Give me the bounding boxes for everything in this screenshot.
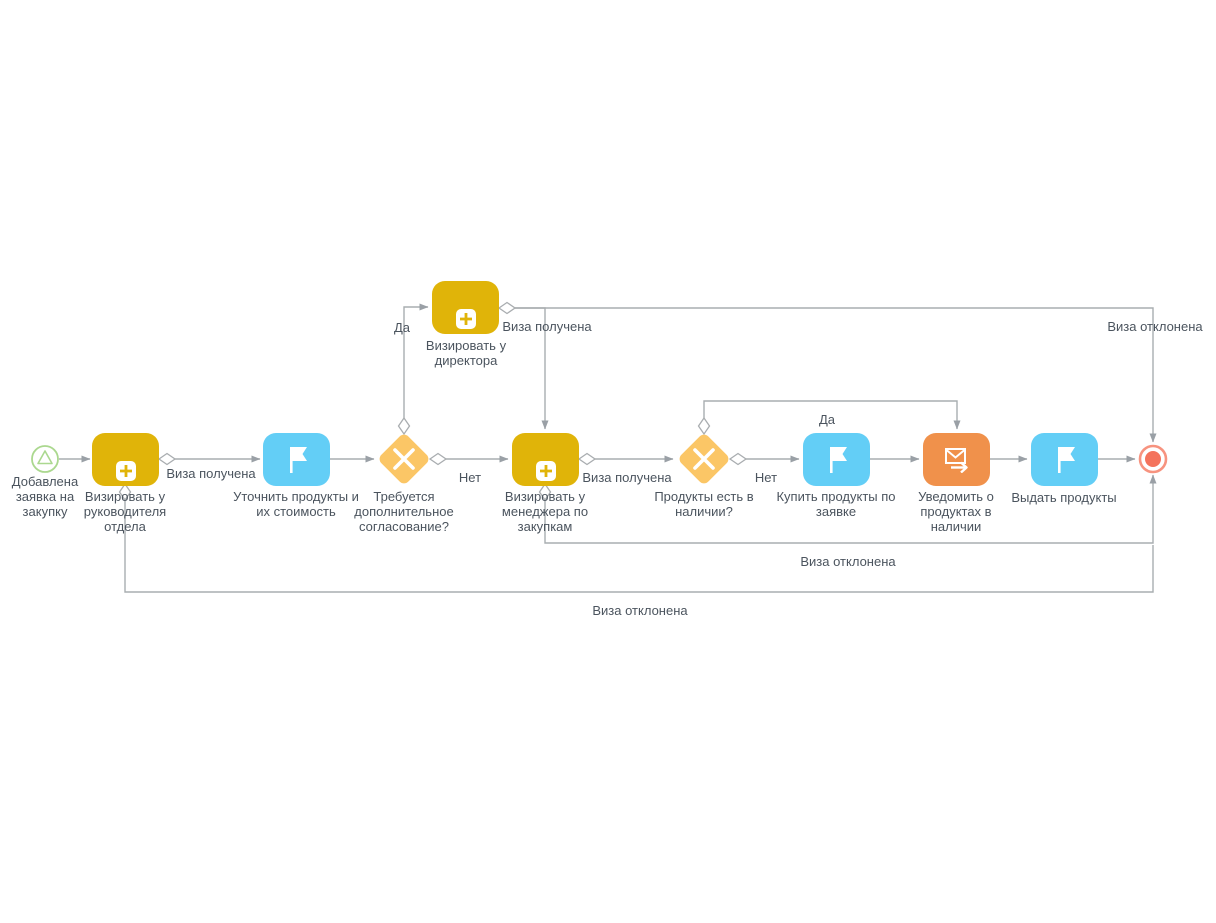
condition-marker <box>577 452 597 466</box>
flow-label-no: Нет <box>754 470 778 485</box>
task-buy-products[interactable] <box>803 433 870 486</box>
task-label: Уведомить о продуктах в наличии <box>918 489 994 534</box>
task-issue-products[interactable] <box>1031 433 1098 486</box>
flow-yes-to-notify[interactable] <box>703 400 961 430</box>
flow-yes-to-director[interactable] <box>403 303 429 418</box>
task-approve-manager[interactable] <box>512 433 579 486</box>
task-notify-products[interactable] <box>923 433 990 486</box>
gateway-label: Продукты есть в наличии? <box>654 489 754 519</box>
end-event[interactable] <box>1138 444 1168 474</box>
flow-label-yes: Да <box>393 320 411 335</box>
flow-director-visa-declined[interactable] <box>515 307 1157 443</box>
flow-label-visa-received: Виза получена <box>502 319 592 334</box>
plus-icon <box>115 461 136 481</box>
task-label: Визировать у менеджера по закупкам <box>501 489 589 534</box>
send-mail-icon <box>944 447 968 473</box>
x-gateway-icon <box>393 448 415 470</box>
flag-icon <box>289 446 307 473</box>
flow-label-visa-declined: Виза отклонена <box>800 554 896 569</box>
task-label: Уточнить продукты и их стоимость <box>233 489 359 519</box>
flow-manager-visa-declined[interactable] <box>544 474 1157 544</box>
flow-label-visa-declined: Виза отклонена <box>1107 319 1203 334</box>
flow-label-visa-received: Виза получена <box>582 470 672 485</box>
flow-label-visa-received: Виза получена <box>166 466 256 481</box>
gateway-in-stock[interactable] <box>677 432 731 486</box>
condition-marker <box>428 452 448 466</box>
plus-icon <box>455 309 476 329</box>
flow-label-no: Нет <box>458 470 482 485</box>
plus-icon <box>535 461 556 481</box>
task-label: Визировать у руководителя отдела <box>83 489 167 534</box>
task-clarify-products[interactable] <box>263 433 330 486</box>
gateway-need-approval[interactable] <box>377 432 431 486</box>
condition-marker <box>497 301 517 315</box>
flag-icon <box>1057 446 1075 473</box>
condition-marker <box>697 416 711 436</box>
task-approve-director[interactable] <box>432 281 499 334</box>
condition-marker <box>538 482 552 502</box>
x-gateway-icon <box>693 448 715 470</box>
start-event-label: Добавлена заявка на закупку <box>11 474 79 519</box>
flow-label-yes: Да <box>818 412 836 427</box>
gateway-label: Требуется дополнительное согласование? <box>354 489 454 534</box>
condition-marker <box>728 452 748 466</box>
flow-head-visa-declined[interactable] <box>124 500 1154 593</box>
task-label: Визировать у директора <box>425 338 507 368</box>
signal-triangle-icon <box>37 450 53 465</box>
task-label: Купить продукты по заявке <box>776 489 896 519</box>
start-event[interactable] <box>31 445 59 473</box>
task-label: Выдать продукты <box>1011 490 1117 505</box>
flow-label-visa-declined: Виза отклонена <box>592 603 688 618</box>
condition-marker <box>118 482 132 502</box>
task-approve-head[interactable] <box>92 433 159 486</box>
condition-marker <box>397 416 411 436</box>
flag-icon <box>829 446 847 473</box>
condition-marker <box>157 452 177 466</box>
